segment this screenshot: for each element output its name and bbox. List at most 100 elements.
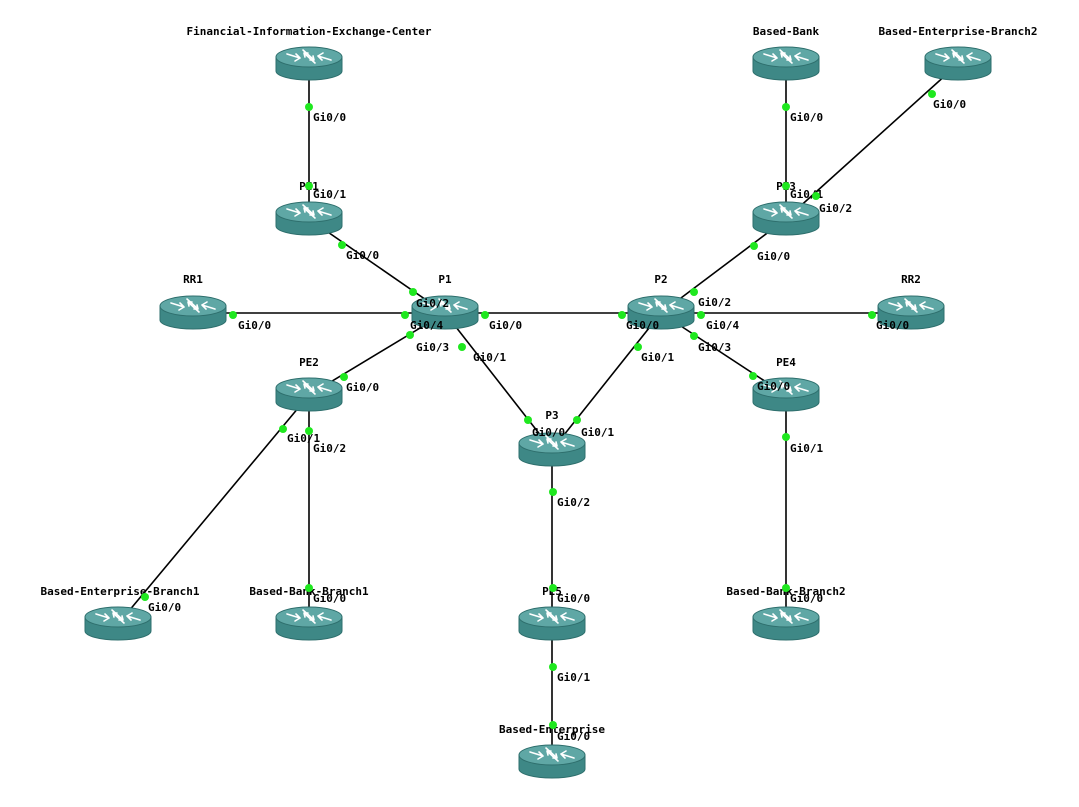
port-status-dot — [549, 663, 557, 671]
port-status-dot — [812, 192, 820, 200]
port-status-dot — [782, 584, 790, 592]
router-rr2[interactable] — [877, 295, 945, 330]
port-label: Gi0/0 — [532, 426, 565, 439]
port-status-dot — [782, 182, 790, 190]
device-name-label: P2 — [654, 273, 667, 286]
router-pe2[interactable] — [275, 377, 343, 412]
port-status-dot — [868, 311, 876, 319]
port-label: Gi0/0 — [489, 319, 522, 332]
port-status-dot — [340, 373, 348, 381]
router-icon — [752, 606, 820, 641]
port-status-dot — [549, 488, 557, 496]
port-label: Gi0/0 — [757, 380, 790, 393]
router-fiec[interactable] — [275, 46, 343, 81]
port-status-dot — [549, 584, 557, 592]
port-status-dot — [305, 182, 313, 190]
port-status-dot — [750, 242, 758, 250]
router-beb1[interactable] — [84, 606, 152, 641]
device-name-label: RR1 — [183, 273, 203, 286]
device-name-label: Based-Enterprise — [499, 723, 605, 736]
port-label: Gi0/1 — [790, 442, 823, 455]
port-status-dot — [618, 311, 626, 319]
port-status-dot — [749, 372, 757, 380]
port-status-dot — [690, 332, 698, 340]
link-pe3-p2[interactable] — [660, 218, 787, 314]
device-name-label: Based-Bank — [753, 25, 820, 38]
port-label: Gi0/0 — [790, 592, 823, 605]
router-pe1[interactable] — [275, 201, 343, 236]
port-label: Gi0/0 — [790, 111, 823, 124]
port-label: Gi0/3 — [416, 341, 449, 354]
link-pe2-beb1[interactable] — [117, 394, 310, 625]
router-be[interactable] — [518, 744, 586, 779]
router-based-bank[interactable] — [752, 46, 820, 81]
port-label: Gi0/2 — [819, 202, 852, 215]
port-label: Gi0/0 — [313, 111, 346, 124]
router-bbb1[interactable] — [275, 606, 343, 641]
port-label: Gi0/1 — [287, 432, 320, 445]
link-p1-p3[interactable] — [444, 312, 553, 451]
port-label: Gi0/0 — [933, 98, 966, 111]
port-label: Gi0/3 — [698, 341, 731, 354]
port-label: Gi0/4 — [706, 319, 739, 332]
port-status-dot — [141, 593, 149, 601]
port-status-dot — [305, 427, 313, 435]
port-label: Gi0/0 — [626, 319, 659, 332]
port-status-dot — [549, 721, 557, 729]
links-layer — [117, 63, 959, 762]
port-label: Gi0/0 — [557, 730, 590, 743]
port-status-dot — [782, 433, 790, 441]
router-icon — [518, 606, 586, 641]
router-p2[interactable] — [627, 295, 695, 330]
port-label: Gi0/0 — [757, 250, 790, 263]
port-label: Gi0/0 — [148, 601, 181, 614]
router-icon — [877, 295, 945, 330]
router-icon — [518, 744, 586, 779]
port-label: Gi0/2 — [698, 296, 731, 309]
port-status-dot — [782, 103, 790, 111]
router-icon — [275, 377, 343, 412]
device-name-label: RR2 — [901, 273, 921, 286]
device-name-label: PE4 — [776, 356, 796, 369]
router-beb2[interactable] — [924, 46, 992, 81]
port-label: Gi0/1 — [473, 351, 506, 364]
router-rr1[interactable] — [159, 295, 227, 330]
port-status-dot — [634, 343, 642, 351]
port-label: Gi0/0 — [876, 319, 909, 332]
port-label: Gi0/0 — [313, 592, 346, 605]
router-icon — [518, 432, 586, 467]
port-status-dot — [229, 311, 237, 319]
port-status-dot — [690, 288, 698, 296]
port-label: Gi0/0 — [346, 381, 379, 394]
port-status-dot — [697, 311, 705, 319]
link-pe1-p1[interactable] — [308, 218, 446, 314]
port-status-dot — [481, 311, 489, 319]
device-name-label: Based-Enterprise-Branch2 — [879, 25, 1038, 38]
device-name-label: Based-Enterprise-Branch1 — [41, 585, 200, 598]
device-name-label: PE2 — [299, 356, 319, 369]
router-bbb2[interactable] — [752, 606, 820, 641]
port-status-dot — [928, 90, 936, 98]
port-status-dot — [338, 241, 346, 249]
router-pe5[interactable] — [518, 606, 586, 641]
router-pe3[interactable] — [752, 201, 820, 236]
port-status-dot — [279, 425, 287, 433]
port-status-dot — [406, 331, 414, 339]
device-name-label: Financial-Information-Exchange-Center — [186, 25, 431, 38]
port-label: Gi0/2 — [557, 496, 590, 509]
port-label: Gi0/1 — [581, 426, 614, 439]
router-p3[interactable] — [518, 432, 586, 467]
router-icon — [411, 295, 479, 330]
port-status-dot — [458, 343, 466, 351]
port-label: Gi0/2 — [313, 442, 346, 455]
link-p2-p3[interactable] — [551, 312, 662, 451]
router-icon — [275, 606, 343, 641]
port-status-dot — [409, 288, 417, 296]
port-status-dot — [401, 311, 409, 319]
port-label: Gi0/4 — [410, 319, 443, 332]
router-pe4[interactable] — [752, 377, 820, 412]
router-p1[interactable] — [411, 295, 479, 330]
